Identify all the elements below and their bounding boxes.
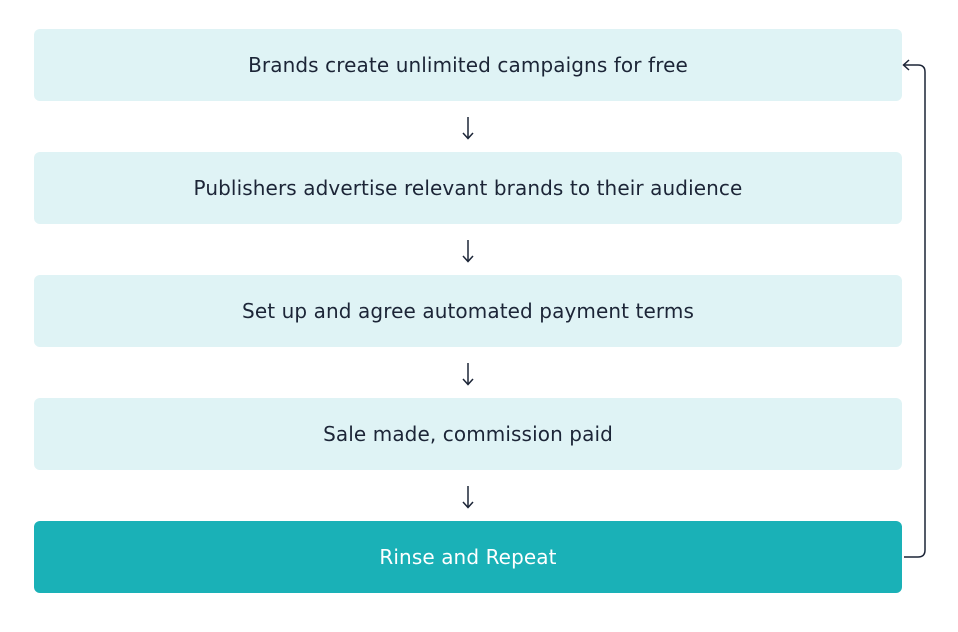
step-publishers-advertise: Publishers advertise relevant brands to … (34, 152, 902, 224)
down-arrow-icon (462, 363, 474, 386)
step-label: Sale made, commission paid (323, 422, 613, 446)
down-arrow-icon (462, 117, 474, 140)
step-create-campaigns: Brands create unlimited campaigns for fr… (34, 29, 902, 101)
down-arrow-icon (462, 240, 474, 263)
step-rinse-repeat: Rinse and Repeat (34, 521, 902, 593)
step-sale-made: Sale made, commission paid (34, 398, 902, 470)
down-arrow-icon (462, 486, 474, 509)
step-payment-terms: Set up and agree automated payment terms (34, 275, 902, 347)
step-label: Publishers advertise relevant brands to … (193, 176, 743, 200)
step-label: Rinse and Repeat (379, 545, 557, 569)
step-label: Brands create unlimited campaigns for fr… (248, 53, 688, 77)
step-label: Set up and agree automated payment terms (242, 299, 694, 323)
